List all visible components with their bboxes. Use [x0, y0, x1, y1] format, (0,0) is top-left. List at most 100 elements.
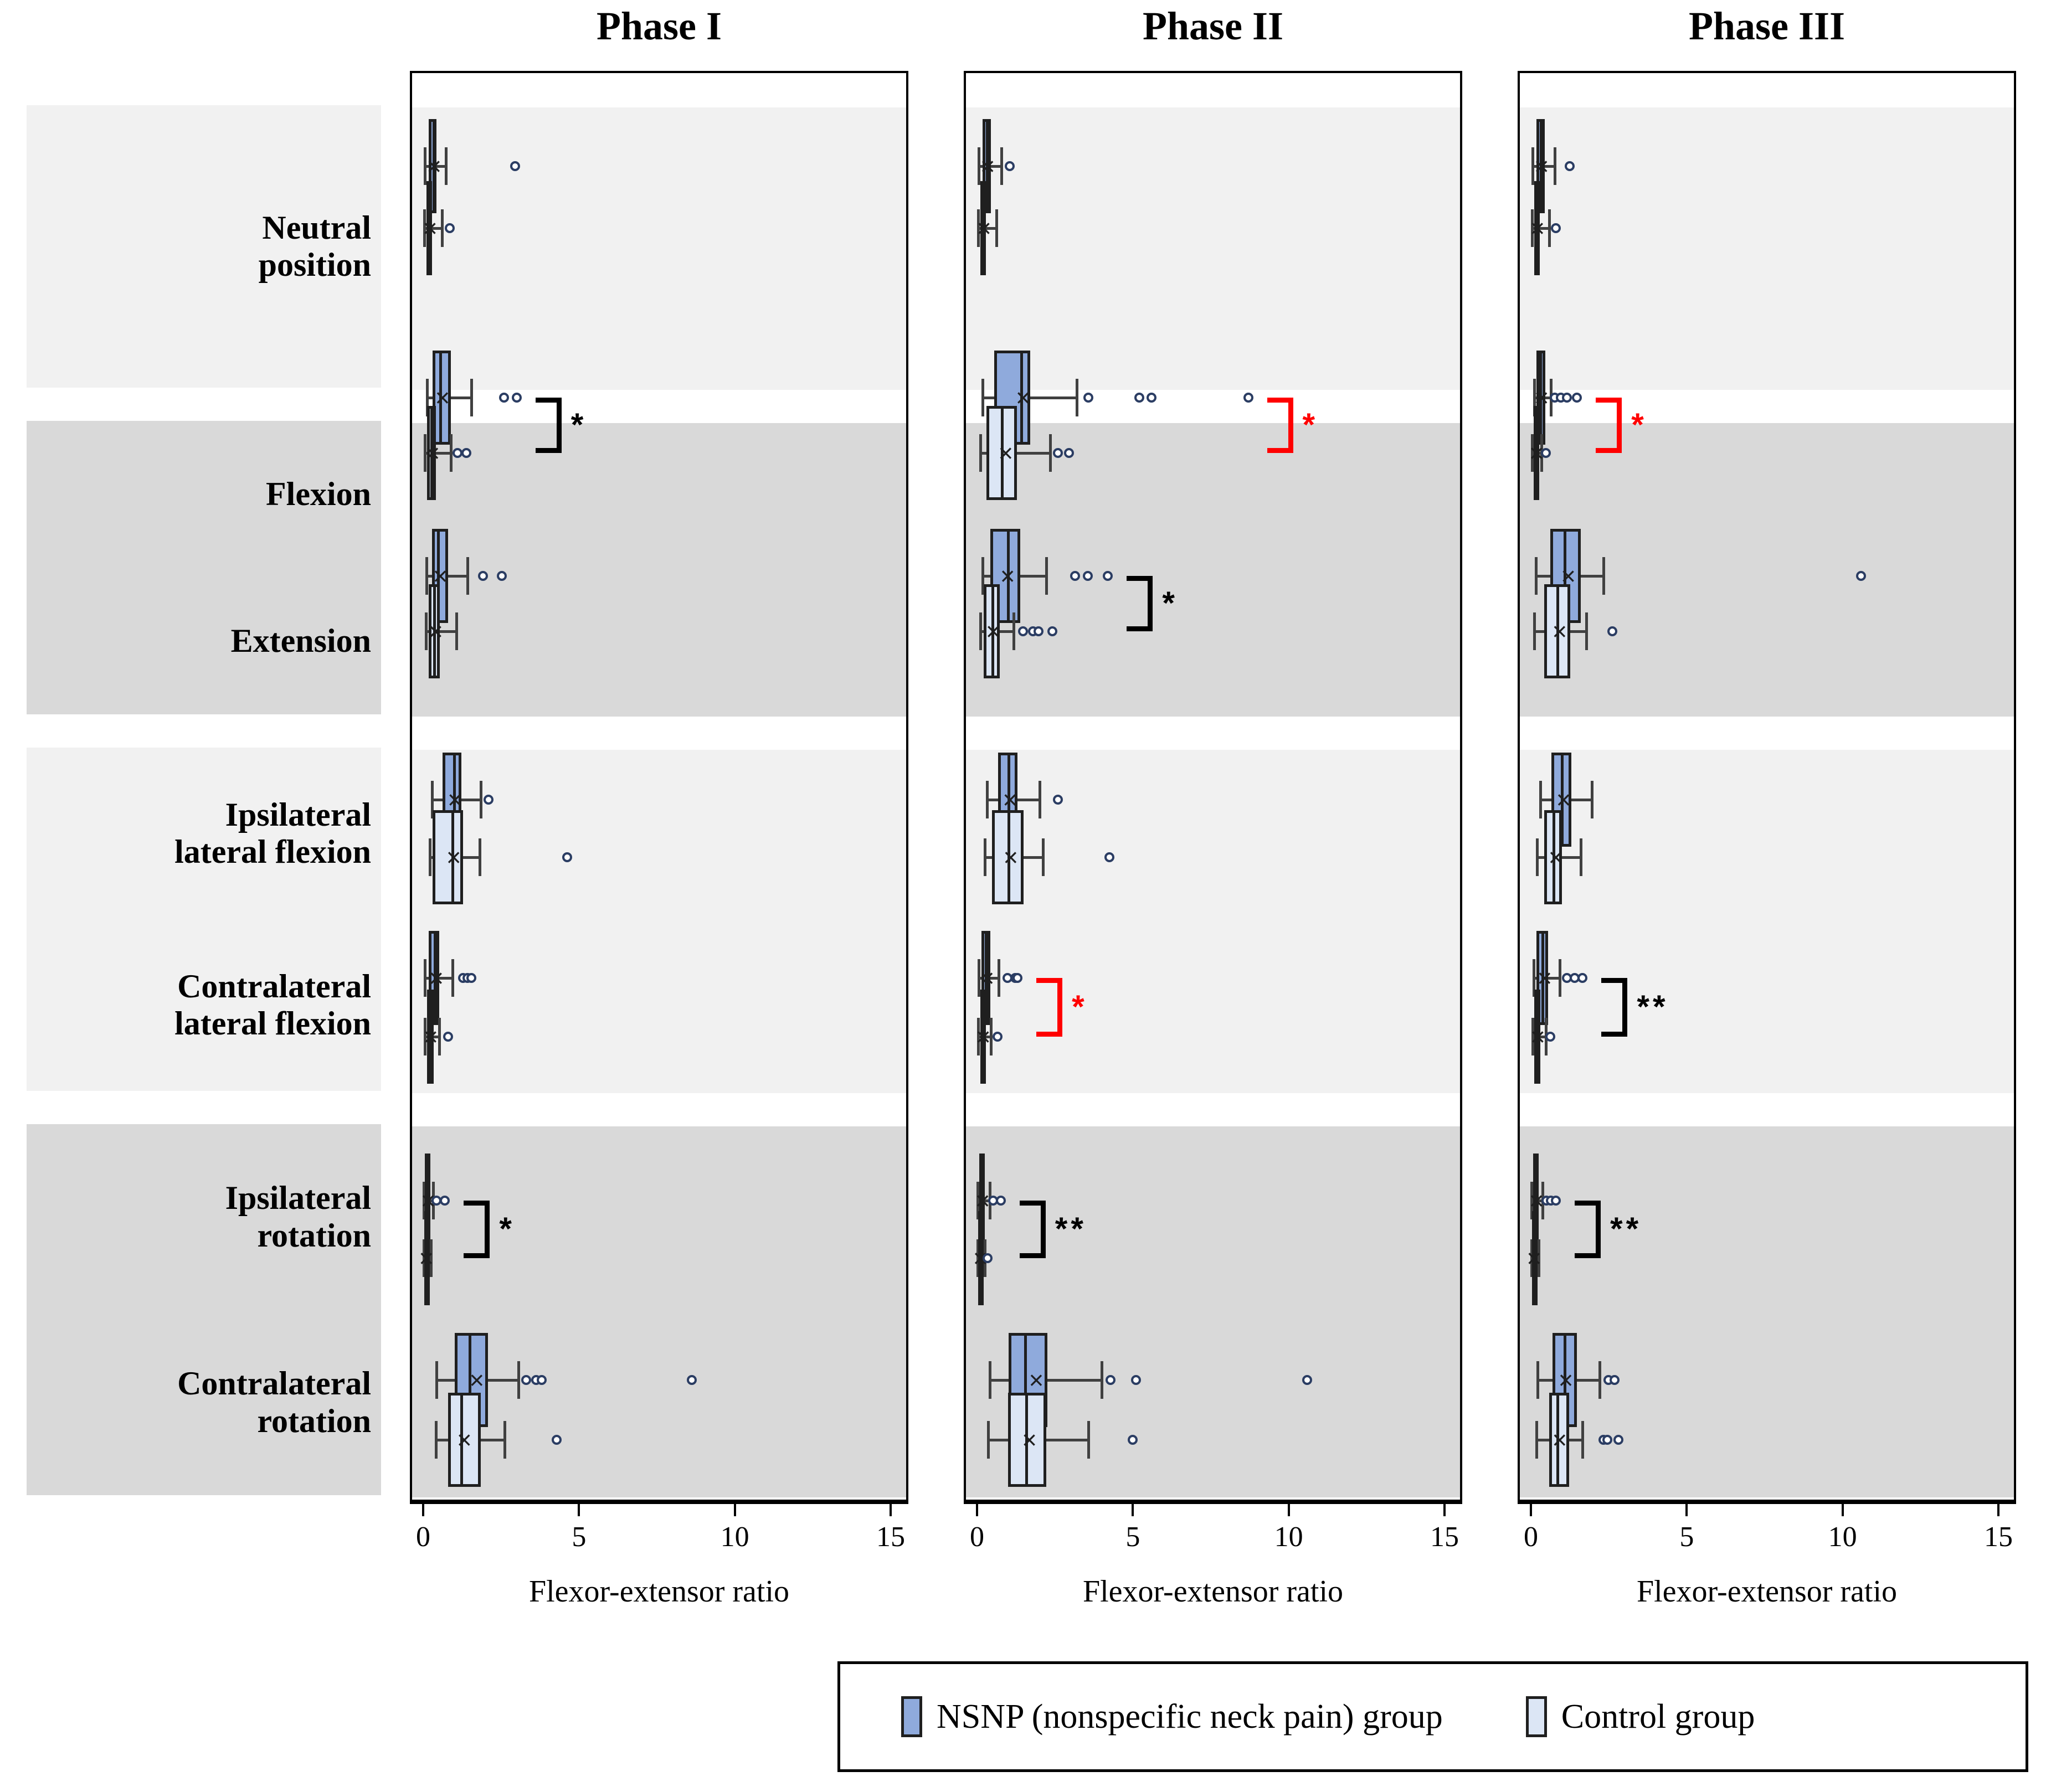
boxplot-median-line — [426, 1154, 429, 1248]
boxplot-median-line — [1561, 753, 1564, 847]
boxplot-outlier — [1545, 1032, 1555, 1042]
x-axis-title-3: Flexor-extensor ratio — [1636, 1574, 1898, 1609]
legend-swatch-nsnp — [901, 1696, 922, 1737]
x-tick-label-3-2: 10 — [1828, 1521, 1857, 1553]
significance-bracket-arm — [1575, 1201, 1601, 1206]
boxplot-mean-marker: × — [1548, 843, 1564, 872]
boxplot-median-line — [1534, 406, 1538, 500]
boxplot-outlier — [1577, 973, 1588, 983]
boxplot-whisker-cap — [449, 434, 453, 472]
boxplot-whisker-cap — [1530, 1239, 1533, 1277]
x-tick-3-0 — [1530, 1504, 1532, 1516]
boxplot-median-line — [1534, 1154, 1537, 1248]
boxplot-outlier — [1602, 1435, 1613, 1445]
boxplot-mean-marker: × — [1526, 1244, 1542, 1273]
x-tick-3-3 — [1997, 1504, 1999, 1516]
significance-marker: * — [1162, 585, 1178, 621]
boxplot-whisker-cap — [430, 781, 434, 818]
boxplot-whisker-cap — [1076, 379, 1079, 416]
boxplot-outlier — [1034, 626, 1044, 636]
boxplot-mean-marker: × — [1530, 1022, 1545, 1051]
boxplot-median-line — [1007, 810, 1011, 904]
boxplot-median-line — [981, 181, 984, 275]
boxplot-whisker-cap — [1101, 1361, 1104, 1399]
boxplot-whisker — [978, 227, 996, 230]
boxplot-mean-marker: × — [975, 1186, 990, 1215]
phase-header-2: Phase II — [1142, 4, 1284, 48]
significance-bracket — [1617, 398, 1622, 453]
x-tick-3-2 — [1841, 1504, 1844, 1516]
x-tick-label-3-0: 0 — [1524, 1521, 1538, 1553]
boxplot-median-line — [984, 931, 988, 1025]
boxplot-mean-marker: × — [979, 964, 995, 992]
boxplot-whisker-cap — [470, 379, 474, 416]
significance-marker: * — [1631, 407, 1647, 443]
boxplot-median-line — [991, 584, 995, 678]
boxplot-whisker — [1532, 227, 1549, 230]
boxplot-outlier — [993, 1032, 1003, 1042]
significance-marker: ** — [1610, 1211, 1642, 1247]
significance-bracket-arm — [1267, 448, 1293, 453]
boxplot-mean-marker: × — [469, 1366, 485, 1394]
plot-band-0 — [412, 107, 906, 390]
boxplot-median-line — [437, 529, 440, 623]
boxplot-whisker-cap — [1038, 781, 1041, 818]
boxplot-outlier — [1018, 626, 1029, 636]
boxplot-whisker-cap — [424, 612, 428, 650]
legend-label-nsnp: NSNP (nonspecific neck pain) group — [937, 1697, 1443, 1736]
boxplot-whisker-cap — [422, 1239, 425, 1277]
boxplot-outlier — [1105, 1375, 1116, 1385]
boxplot-median-line — [433, 584, 436, 678]
boxplot-mean-marker: × — [429, 964, 444, 992]
boxplot-mean-marker: × — [980, 152, 995, 181]
x-tick-label-2-2: 10 — [1274, 1521, 1303, 1553]
boxplot-outlier — [1551, 223, 1561, 233]
boxplot-whisker-cap — [480, 781, 483, 818]
boxplot-whisker-cap — [429, 838, 432, 876]
boxplot-whisker-cap — [979, 612, 982, 650]
boxplot-mean-marker: × — [1003, 843, 1019, 872]
boxplot-whisker-cap — [444, 147, 448, 185]
boxplot-whisker-cap — [976, 1182, 980, 1219]
significance-bracket-arm — [535, 448, 562, 453]
boxplot-mean-marker: × — [1537, 964, 1553, 992]
boxplot-mean-marker: × — [435, 383, 450, 412]
boxplot-median-line — [980, 1154, 983, 1248]
boxplot-outlier — [1134, 393, 1144, 403]
significance-bracket-arm — [1601, 1032, 1628, 1037]
boxplot-whisker-cap — [995, 209, 998, 247]
x-axis-title-1: Flexor-extensor ratio — [528, 1574, 790, 1609]
boxplot-outlier — [1053, 448, 1063, 458]
boxplot-outlier — [1147, 393, 1157, 403]
boxplot-whisker-cap — [423, 209, 426, 247]
boxplot-mean-marker: × — [423, 1022, 438, 1051]
row-label-1: Flexion — [27, 421, 381, 568]
x-tick-3-1 — [1685, 1504, 1688, 1516]
boxplot-mean-marker: × — [1558, 1366, 1574, 1394]
boxplot-whisker-cap — [1531, 147, 1534, 185]
boxplot-whisker-cap — [423, 147, 426, 185]
boxplot-outlier — [1005, 161, 1015, 171]
boxplot-median-line — [1563, 529, 1566, 623]
x-axis-line-2 — [964, 1500, 1462, 1504]
boxplot-whisker-cap — [423, 434, 426, 472]
boxplot-outlier — [466, 973, 477, 983]
boxplot-median-line — [432, 119, 435, 213]
boxplot-outlier — [1082, 571, 1093, 581]
boxplot-outlier — [1012, 973, 1023, 983]
boxplot-outlier — [1070, 571, 1081, 581]
x-tick-2-3 — [1443, 1504, 1446, 1516]
boxplot-whisker-cap — [1536, 1361, 1540, 1399]
boxplot-median-line — [1539, 351, 1542, 445]
significance-bracket-arm — [1267, 398, 1293, 403]
significance-bracket — [1057, 978, 1063, 1037]
significance-marker: * — [1072, 989, 1088, 1025]
boxplot-outlier — [551, 1435, 562, 1445]
boxplot-median-line — [1025, 1393, 1028, 1487]
boxplot-outlier — [445, 223, 455, 233]
boxplot-outlier — [1541, 448, 1551, 458]
boxplot-median-line — [1556, 584, 1560, 678]
x-tick-label-3-1: 5 — [1679, 1521, 1694, 1553]
boxplot-outlier — [1561, 393, 1572, 403]
